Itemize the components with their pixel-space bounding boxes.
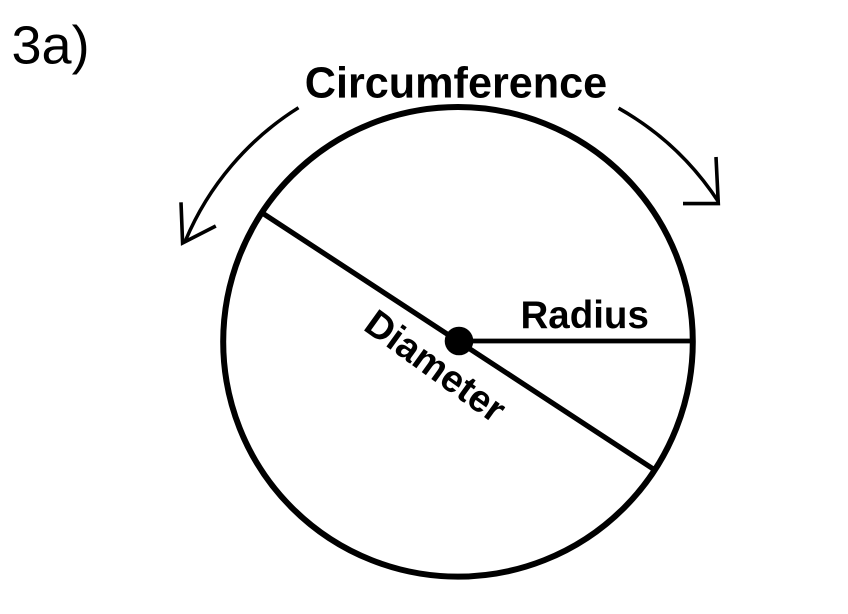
svg-text:3a): 3a) [12,16,90,76]
svg-text:Circumference: Circumference [305,59,607,107]
svg-text:Radius: Radius [521,294,649,337]
